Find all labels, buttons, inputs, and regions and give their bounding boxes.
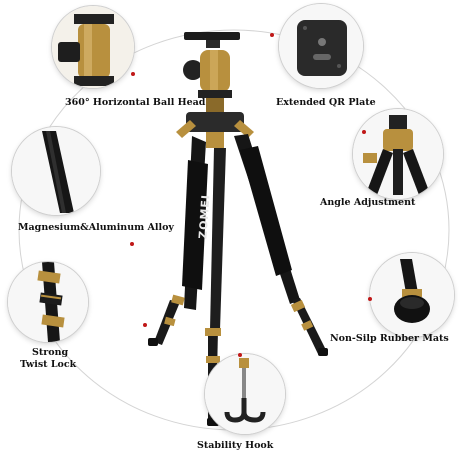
angle-callout [353,109,443,199]
connector-dot [362,130,366,134]
rubber-foot-icon [370,253,454,337]
connector-dot [238,353,242,357]
hook-label: Stability Hook [197,440,274,451]
connector-dot [143,323,147,327]
angle-label: Angle Adjustment [320,197,416,208]
hook-callout [205,354,285,434]
stability-hook-icon [205,354,285,434]
rubber-mats-callout [370,253,454,337]
connector-dot [131,72,135,76]
connector-dot [368,297,372,301]
rubber-mats-label: Non-Silp Rubber Mats [330,333,449,344]
connector-dot [130,242,134,246]
qr-plate-label: Extended QR Plate [276,97,376,108]
twist-lock-label-1: Strong [32,347,69,358]
alloy-tube-icon [12,127,100,215]
twist-lock-label-2: Twist Lock [20,359,77,370]
connector-dot [270,33,274,37]
alloy-callout [12,127,100,215]
ball-head-icon [52,6,134,88]
ball-head-label: 360° Horizontal Ball Head [65,97,206,108]
qr-plate-icon [279,4,363,88]
qr-plate-callout [279,4,363,88]
twist-lock-icon [8,262,88,342]
twist-lock-callout [8,262,88,342]
alloy-label: Magnesium&Aluminum Alloy [18,222,174,233]
angle-joint-icon [353,109,443,199]
ball-head-callout [52,6,134,88]
